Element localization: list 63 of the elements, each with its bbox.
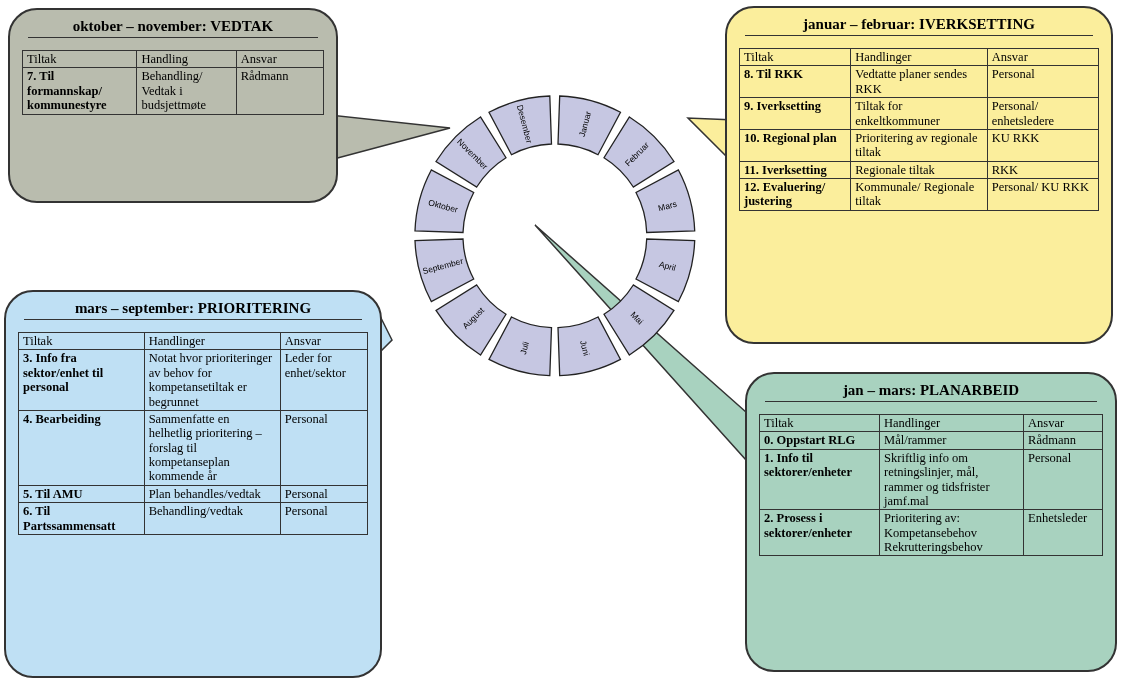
table-cell: Personal <box>987 65 1099 98</box>
table-cell: Rådmann <box>236 67 324 114</box>
month-label: Mai <box>628 309 646 327</box>
table-cell: 4. Bearbeiding <box>18 410 145 486</box>
table-cell: Sammenfatte en helhetlig prioritering – forslag til kompetanseplan kommende år <box>144 410 281 486</box>
table-cell: Vedtatte planer sendes RKK <box>850 65 988 98</box>
column-header: Handlinger <box>850 48 988 66</box>
table-cell: Kommunale/ Regionale tiltak <box>850 178 988 211</box>
column-header: Ansvar <box>987 48 1099 66</box>
column-header: Handling <box>136 50 237 68</box>
table-cell: 5. Til AMU <box>18 485 145 503</box>
column-header: Tiltak <box>739 48 851 66</box>
table-cell: Notat hvor prioriteringer av behov for kompetansetiltak er begrunnet <box>144 349 281 411</box>
table-cell: Mål/rammer <box>879 431 1024 450</box>
table-cell: Personal <box>280 502 368 535</box>
month-label: Januar <box>576 110 594 138</box>
bubble-title: oktober – november: VEDTAK <box>28 18 318 38</box>
table-cell: 1. Info til sektorer/enheter <box>759 449 880 510</box>
table-cell: KU RKK <box>987 129 1099 162</box>
column-header: Handlinger <box>879 414 1024 432</box>
table-cell: 10. Regional plan <box>739 129 851 162</box>
table-cell: Behandling/vedtak <box>144 502 281 535</box>
month-label: Oktober <box>427 197 459 215</box>
table-cell: 0. Oppstart RLG <box>759 431 880 450</box>
column-header: Ansvar <box>280 332 368 350</box>
table-cell: Leder for enhet/sektor <box>280 349 368 411</box>
table-cell: Personal/ KU RKK <box>987 178 1099 211</box>
month-label: Juni <box>577 339 592 357</box>
table-cell: Personal/ enhetsledere <box>987 97 1099 130</box>
month-label: Juli <box>518 340 532 356</box>
table-cell: Rådmann <box>1023 431 1103 450</box>
table-cell: Plan behandles/vedtak <box>144 485 281 503</box>
table-cell: Prioritering av: Kompetansebehov Rekrutteringsbehov <box>879 509 1024 556</box>
month-label: Desember <box>515 103 535 145</box>
column-header: Handlinger <box>144 332 281 350</box>
month-label: Mars <box>656 198 678 214</box>
table-cell: 3. Info fra sektor/enhet til personal <box>18 349 145 411</box>
bubble-title: jan – mars: PLANARBEID <box>765 382 1097 402</box>
column-header: Ansvar <box>236 50 324 68</box>
table-cell: Personal <box>280 485 368 503</box>
column-header: Tiltak <box>759 414 880 432</box>
table-cell: 12. Evaluering/ justering <box>739 178 851 211</box>
column-header: Tiltak <box>18 332 145 350</box>
table-cell: Personal <box>1023 449 1103 510</box>
bubble-title: mars – september: PRIORITERING <box>24 300 362 320</box>
table-cell: 8. Til RKK <box>739 65 851 98</box>
table-cell: 11. Iverksetting <box>739 161 851 179</box>
column-header: Tiltak <box>22 50 137 68</box>
table-cell: 2. Prosess i sektorer/enheter <box>759 509 880 556</box>
table-cell: 7. Til formannskap/ kommunestyre <box>22 67 137 114</box>
table-cell: Prioritering av regionale tiltak <box>850 129 988 162</box>
table-cell: 6. Til Partssammensatt <box>18 502 145 535</box>
table-cell: Enhetsleder <box>1023 509 1103 556</box>
table-cell: Personal <box>280 410 368 486</box>
table-cell: Tiltak for enkeltkommuner <box>850 97 988 130</box>
column-header: Ansvar <box>1023 414 1103 432</box>
table-cell: 9. Iverksetting <box>739 97 851 130</box>
table-cell: Skriftlig info om retningslinjer, mål, rammer og tidsfrister jamf.mal <box>879 449 1024 510</box>
bubble-title: januar – februar: IVERKSETTING <box>745 16 1093 36</box>
table-cell: RKK <box>987 161 1099 179</box>
table-cell: Regionale tiltak <box>850 161 988 179</box>
month-label: April <box>657 258 677 274</box>
table-cell: Behandling/ Vedtak i budsjettmøte <box>136 67 237 114</box>
